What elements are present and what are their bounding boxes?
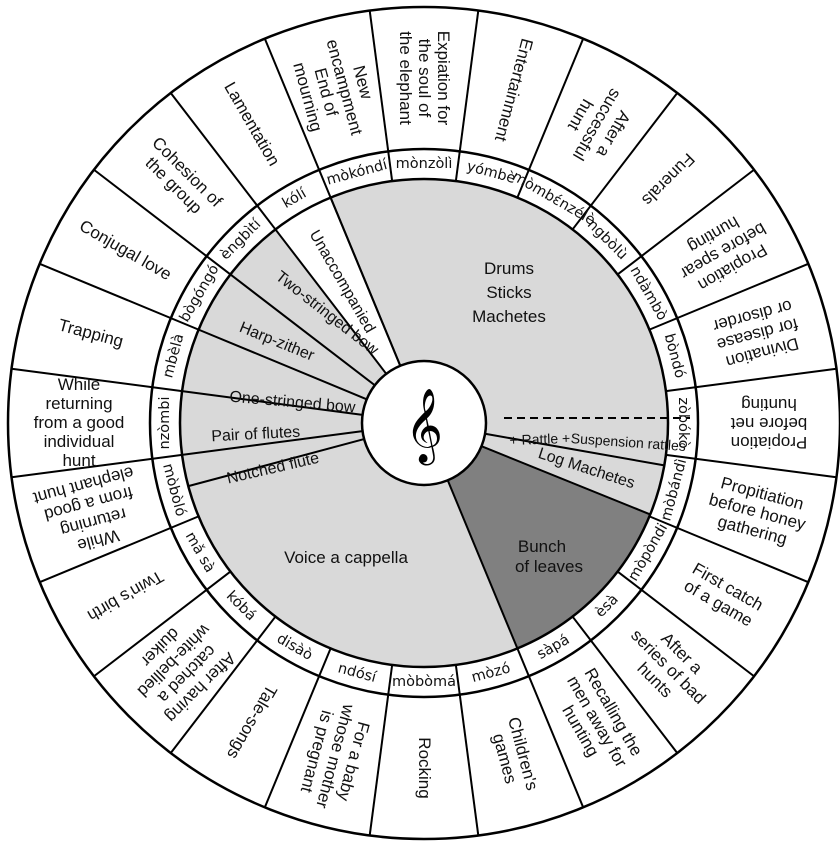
label-pair-of-flutes: Pair of flutes: [211, 424, 301, 446]
occasion-label: Conjugal love: [76, 216, 175, 284]
sector-voice-a-cappella: [188, 439, 518, 667]
label-machetes: Machetes: [472, 307, 546, 326]
occasion-label: Propitiationbefore honeygathering: [702, 471, 813, 552]
genre-name-label: mòzó: [470, 660, 512, 686]
inner-divider: [181, 430, 363, 456]
occasion-label: Recalling themen away forhunting: [547, 663, 648, 780]
inner-divider: [229, 273, 376, 387]
outer-divider: [169, 92, 277, 231]
sector-pair-of-flutes: [180, 391, 363, 455]
genre-name-label: kólí: [280, 185, 310, 212]
outer-divider: [368, 10, 394, 182]
outer-divider: [649, 262, 809, 331]
occasion-label: Children'sgames: [486, 715, 542, 797]
genre-name-label: zòbókò: [675, 397, 691, 448]
inner-rim: [178, 177, 670, 669]
sector-unaccompanied: [275, 197, 401, 374]
outer-divider: [454, 664, 480, 836]
outer-divider: [516, 648, 585, 808]
genre-name-label: nzòmbi: [157, 396, 173, 449]
sector-log-machetes: [481, 433, 665, 515]
occasion-label: Twin's birth: [84, 567, 167, 626]
sector-two-stringed-bow: [230, 229, 387, 386]
sector-rattles: [485, 423, 668, 466]
genre-name-label: ndósí: [336, 660, 379, 686]
occasion-label: Propiationbefore nethunting: [730, 395, 807, 452]
outer-divider: [93, 168, 232, 276]
sector-bunch-of-leaves: [447, 446, 651, 649]
outer-divider: [571, 615, 679, 754]
outer-divider: [665, 367, 837, 393]
inner-divider: [446, 479, 519, 649]
outer-divider: [454, 10, 480, 182]
outer-divider: [263, 648, 332, 808]
label-rattle-line1: + Rattle +: [509, 430, 570, 448]
inner-divider: [481, 445, 651, 516]
occasion-label: For a babywhose motheris pregnant: [294, 696, 377, 815]
inner-divider: [188, 438, 365, 488]
middle-rim: [148, 147, 700, 699]
genre-name-label: mòbòmá: [392, 674, 456, 690]
outer-divider: [93, 570, 232, 678]
outer-divider: [11, 453, 183, 479]
inner-divider: [198, 328, 368, 401]
occasion-label: After aseries of badhunts: [614, 612, 723, 721]
occasion-label: Funerals: [638, 149, 698, 209]
label-voice-a-cappella: Voice a cappella: [284, 548, 408, 567]
outer-divider: [11, 367, 183, 393]
outer-divider: [665, 453, 837, 479]
treble-clef-icon: 𝄞: [405, 389, 443, 466]
outer-rim: [6, 5, 840, 841]
occasion-label: Entertainment: [491, 36, 537, 143]
inner-divider: [329, 197, 402, 367]
genre-name-label: mònzòlì: [396, 156, 453, 172]
occasion-label: Divinationfor diseaseor disorder: [710, 296, 805, 373]
outer-divider: [616, 570, 755, 678]
outer-divider: [616, 168, 755, 276]
occasion-label: Lamentation: [220, 79, 283, 170]
outer-divider: [368, 664, 394, 836]
outer-divider: [39, 262, 199, 331]
inner-divider: [274, 228, 388, 375]
occasion-label: Expiation forthe soul ofthe elephant: [396, 31, 453, 126]
label-bunch-of-leaves-2: of leaves: [515, 557, 583, 576]
label-drums: Drums: [484, 259, 534, 278]
inner-divider: [484, 432, 665, 467]
inner-divider: [181, 390, 363, 416]
instrument-sectors: [180, 179, 668, 667]
occasion-label: First catchof a game: [680, 559, 767, 631]
label-bunch-of-leaves-1: Bunch: [518, 537, 566, 556]
occasion-label: Tale-songs: [223, 682, 281, 763]
sector-notched-flute: [182, 431, 365, 487]
outer-divider: [39, 515, 199, 584]
label-sticks: Sticks: [486, 283, 531, 302]
outer-divider: [516, 38, 585, 198]
center-circle: [360, 359, 488, 487]
outer-divider: [571, 92, 679, 231]
segment-dividers: [11, 10, 837, 836]
occasion-label: NewencampmentEnd ofmourning: [286, 32, 385, 147]
occasion-label: Propiationbefore spearhunting: [667, 202, 778, 299]
outer-divider: [649, 515, 809, 584]
occasion-label: Rocking: [415, 737, 434, 798]
outer-divider: [169, 615, 277, 754]
outer-divider: [263, 38, 332, 198]
sector-harp-zither: [198, 274, 375, 400]
occasion-label: Whilereturningfrom a goodelephant hunt: [31, 463, 150, 563]
sector-one-stringed-bow: [182, 329, 367, 415]
occasion-label: Trapping: [56, 315, 125, 351]
occasion-label: After havingcatched awhite-belliedduiker: [120, 606, 241, 727]
